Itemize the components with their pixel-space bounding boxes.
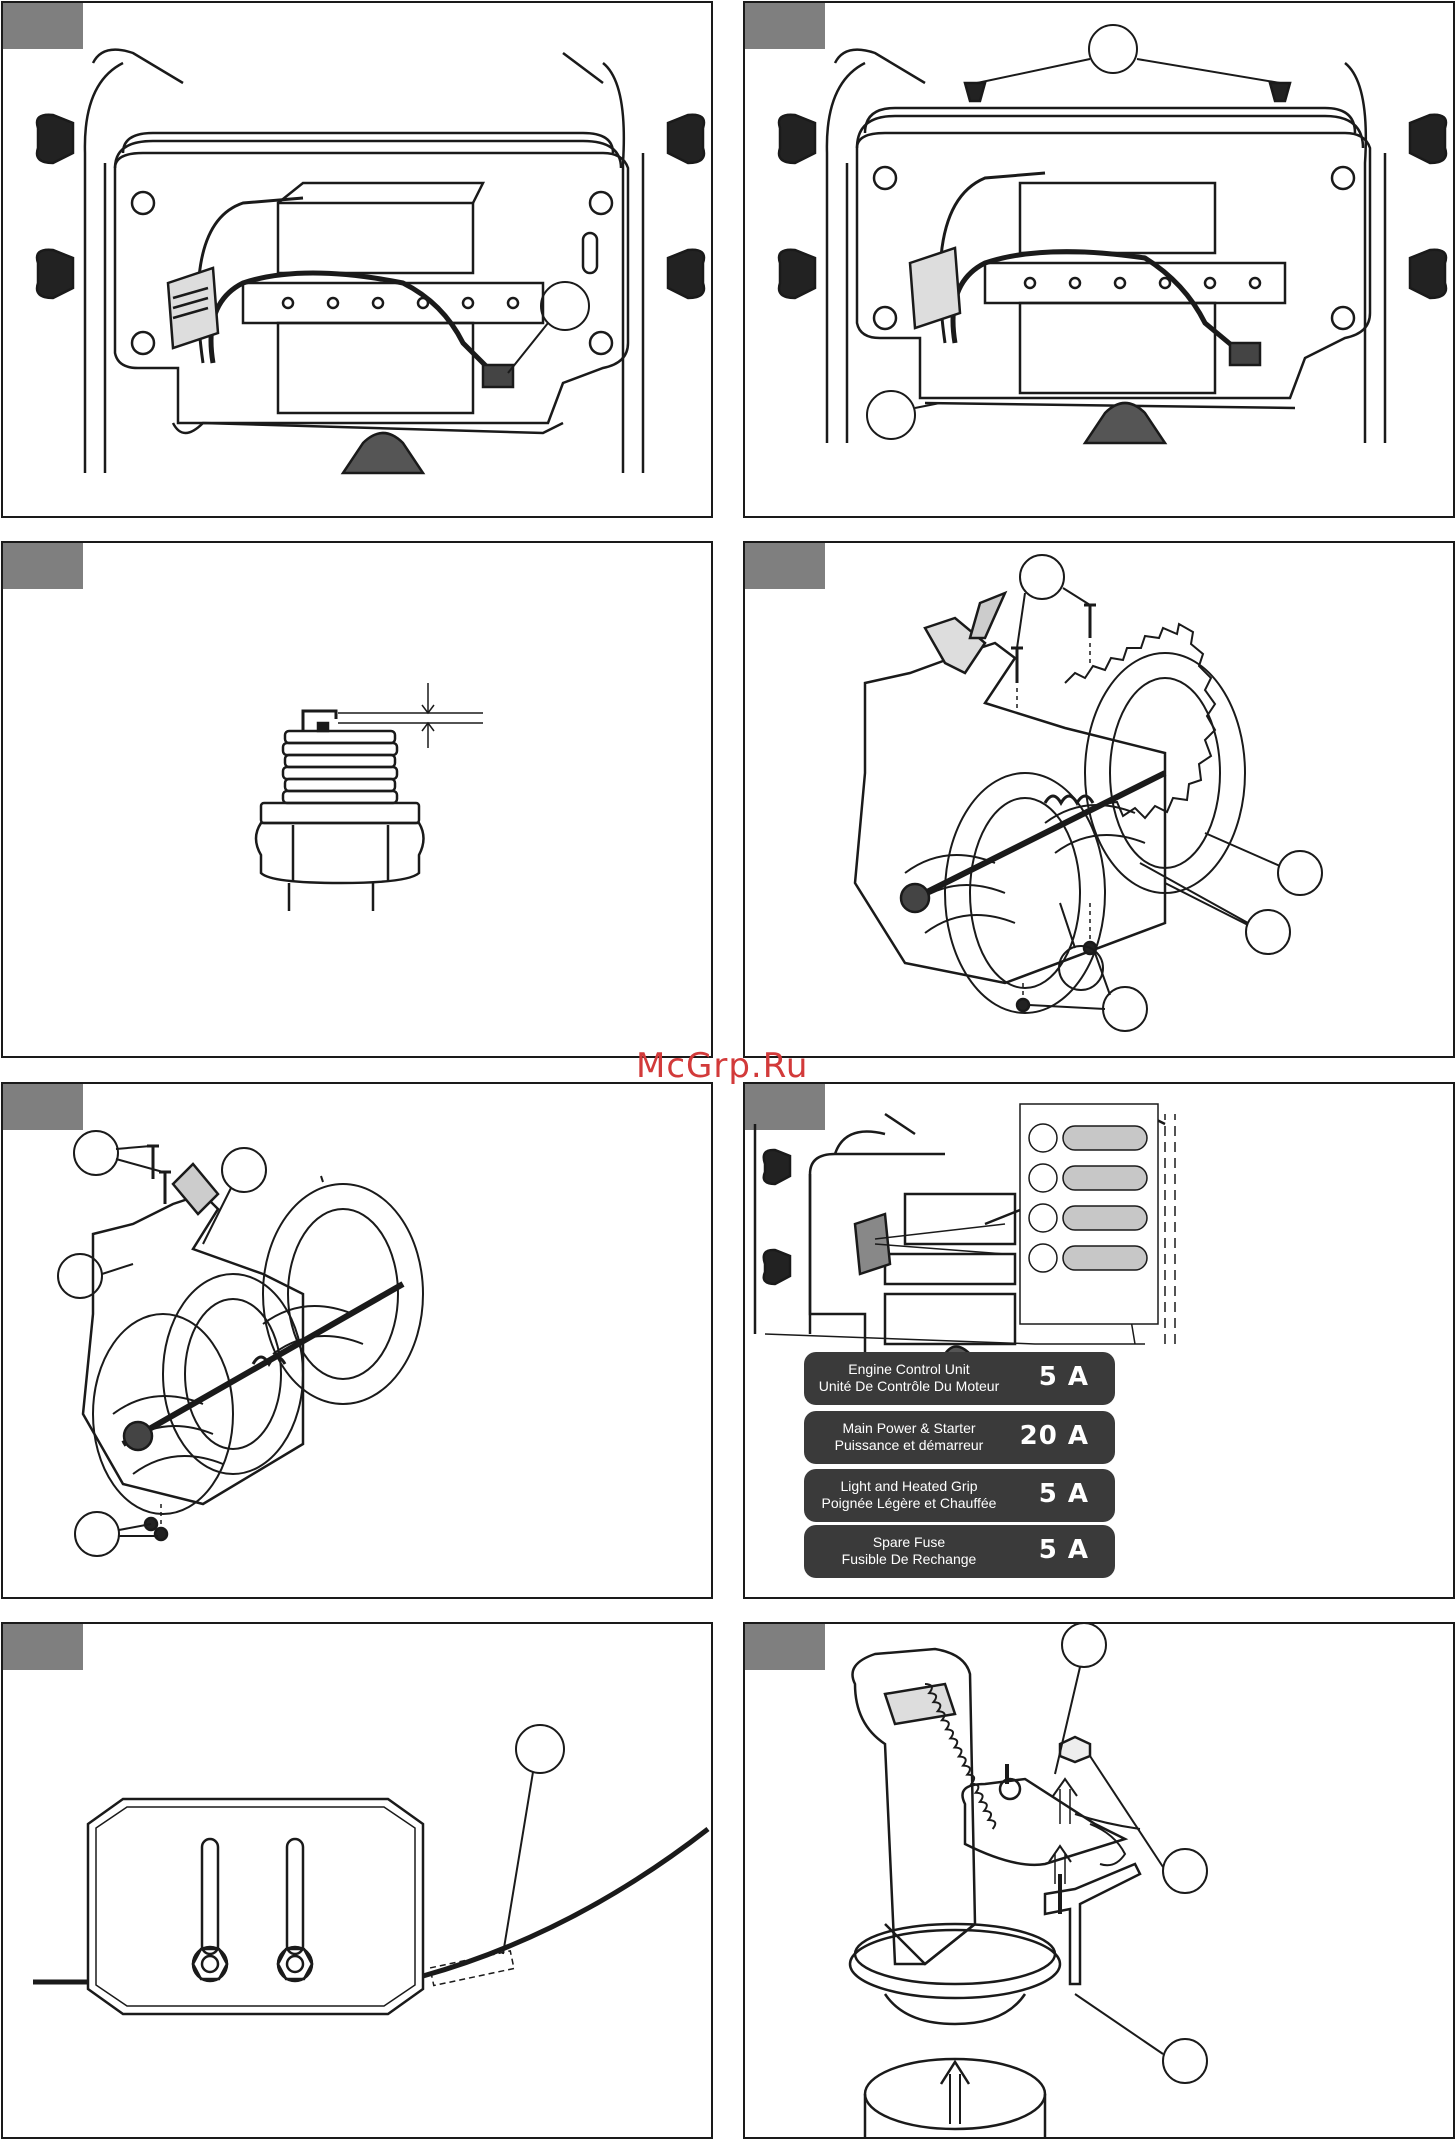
auger-assembly-illustration [3,1084,713,1599]
figure-auger-shear-bolts [743,541,1455,1058]
watermark-text: McGrp.Ru [636,1046,808,1086]
fuse-label-2-fr: Puissance et démarreur [804,1437,1014,1454]
chute-control-illustration [745,1624,1455,2139]
figure-battery-connector [1,1,713,518]
figure-spark-plug-gap [1,541,713,1058]
fuse-label-4-en: Spare Fuse [804,1534,1014,1551]
fuse-label-3-fr: Poignée Légère et Chauffée [804,1495,1014,1512]
figure-skid-shoe-cable [1,1622,713,2139]
fuse-label-3: Light and Heated Grip Poignée Légère et … [804,1469,1115,1522]
fuse-label-4-fr: Fusible De Rechange [804,1551,1014,1568]
fuse-label-3-en: Light and Heated Grip [804,1478,1014,1495]
auger-illustration [745,543,1455,1058]
fuse-label-3-amp: 5 A [1039,1479,1089,1509]
fuse-label-2-amp: 20 A [1020,1421,1089,1451]
fuse-label-1-amp: 5 A [1039,1362,1089,1392]
skid-shoe-illustration [3,1624,713,2139]
fuse-label-2: Main Power & Starter Puissance et démarr… [804,1411,1115,1464]
fuse-label-1-fr: Unité De Contrôle Du Moteur [804,1378,1014,1395]
fuse-label-2-en: Main Power & Starter [804,1420,1014,1437]
battery-connector-illustration [3,3,713,518]
battery-leads-illustration [745,3,1455,518]
figure-fuse-box: Engine Control Unit Unité De Contrôle Du… [743,1082,1455,1599]
fuse-label-4: Spare Fuse Fusible De Rechange 5 A [804,1525,1115,1578]
fuse-label-1: Engine Control Unit Unité De Contrôle Du… [804,1352,1115,1405]
fuse-label-4-amp: 5 A [1039,1535,1089,1565]
figure-auger-assembly [1,1082,713,1599]
fuse-label-1-en: Engine Control Unit [804,1361,1014,1378]
figure-battery-spark-leads [743,1,1455,518]
figure-chute-control [743,1622,1455,2139]
spark-plug-illustration [3,543,713,1058]
